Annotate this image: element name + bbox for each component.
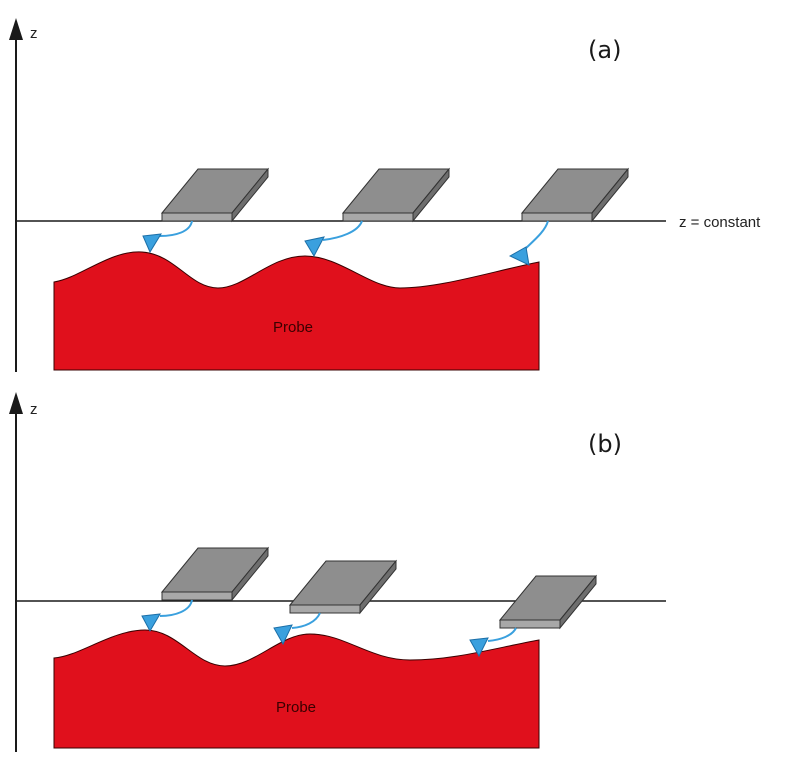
panel-label-b: (b): [588, 430, 622, 458]
tip-a-2-icon: [304, 236, 325, 258]
probe-label-b: Probe: [276, 699, 316, 716]
z-axis-arrow-a-icon: [9, 18, 23, 40]
cantilever-a-3: [508, 167, 630, 266]
panel-b: z (b) Probe: [9, 392, 666, 752]
tip-b-1-icon: [141, 613, 161, 633]
cantilever-b-3: [469, 574, 598, 658]
z-axis-label-a: z: [30, 25, 38, 42]
cantilever-b-1: [141, 546, 270, 633]
cantilever-a-2: [304, 167, 451, 258]
probe-label-a: Probe: [273, 319, 313, 336]
cantilever-a-1: [142, 167, 270, 254]
tip-a-3-icon: [508, 246, 530, 266]
probe-surface-a: [53, 251, 540, 371]
cantilever-b-2: [273, 559, 398, 646]
tip-a-1-icon: [142, 233, 162, 254]
z-axis-label-b: z: [30, 401, 38, 418]
z-axis-arrow-b-icon: [9, 392, 23, 414]
tip-b-3-icon: [469, 637, 489, 658]
tip-b-2-icon: [273, 624, 293, 646]
panel-a: z (a) z = constant Probe: [9, 18, 761, 372]
probe-surface-b: [53, 629, 540, 749]
panel-label-a: (a): [588, 36, 621, 64]
constant-height-label: z = constant: [679, 214, 761, 231]
